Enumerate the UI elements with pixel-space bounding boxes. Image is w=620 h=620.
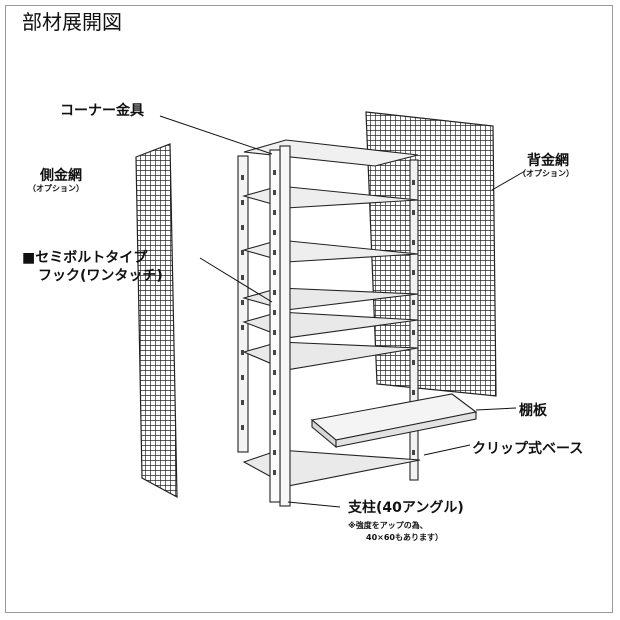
label-post-note-1: ※強度をアップの為、	[348, 521, 428, 530]
loose-shelf-board	[310, 393, 478, 449]
leader-lines	[159, 115, 526, 508]
label-side-net-option: （オプション）	[28, 184, 84, 193]
label-post: 支柱(40アングル)	[348, 500, 464, 516]
label-corner-bracket: コーナー金具	[60, 103, 144, 119]
side-net-panel	[135, 143, 178, 499]
diagram-frame	[5, 5, 613, 613]
label-post-note-2: 40×60もあります）	[366, 533, 443, 542]
page-title: 部材展開図	[22, 10, 122, 34]
label-clip-base: クリップ式ベース	[472, 441, 584, 457]
shelf-frame	[237, 139, 421, 507]
label-side-net: 側金網	[40, 168, 82, 184]
label-back-net: 背金網	[527, 153, 569, 169]
label-back-net-option: （オプション）	[518, 169, 574, 178]
label-shelf-board: 棚板	[519, 403, 547, 419]
label-hook-onetouch: フック(ワンタッチ)	[38, 268, 163, 284]
label-hook-type: ■セミボルトタイプ	[22, 250, 148, 266]
post-holes	[241, 170, 415, 475]
